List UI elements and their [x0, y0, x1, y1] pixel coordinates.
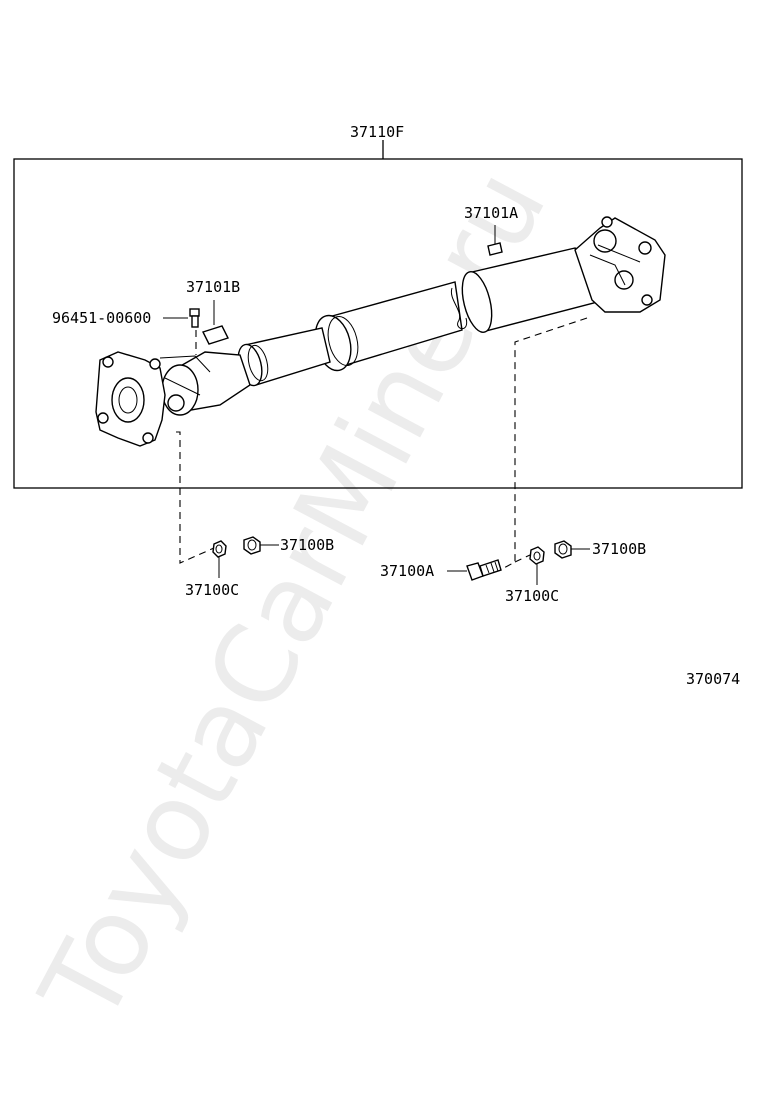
diagram-code: 370074	[686, 670, 740, 688]
nut-37100C-right[interactable]	[529, 546, 545, 565]
assembly-frame	[13, 158, 743, 489]
label-37100C-left[interactable]: 37100C	[185, 581, 239, 599]
balance-weight-a[interactable]	[487, 242, 503, 256]
label-37101B[interactable]: 37101B	[186, 278, 240, 296]
nut-37100B-right[interactable]	[554, 540, 572, 559]
bolt-37100A[interactable]	[466, 559, 502, 581]
balance-weight-b[interactable]	[202, 325, 229, 345]
nut-37100B-left[interactable]	[243, 536, 261, 555]
nut-37100C-left[interactable]	[212, 540, 227, 558]
label-37101A[interactable]: 37101A	[464, 204, 518, 222]
grease-fitting[interactable]	[189, 308, 200, 355]
label-37100B-left[interactable]: 37100B	[280, 536, 334, 554]
label-37100C-right[interactable]: 37100C	[505, 587, 559, 605]
label-37110F[interactable]: 37110F	[350, 123, 404, 141]
label-96451-00600[interactable]: 96451-00600	[52, 309, 151, 327]
propeller-shaft	[95, 216, 666, 447]
label-37100A[interactable]: 37100A	[380, 562, 434, 580]
label-37100B-right[interactable]: 37100B	[592, 540, 646, 558]
